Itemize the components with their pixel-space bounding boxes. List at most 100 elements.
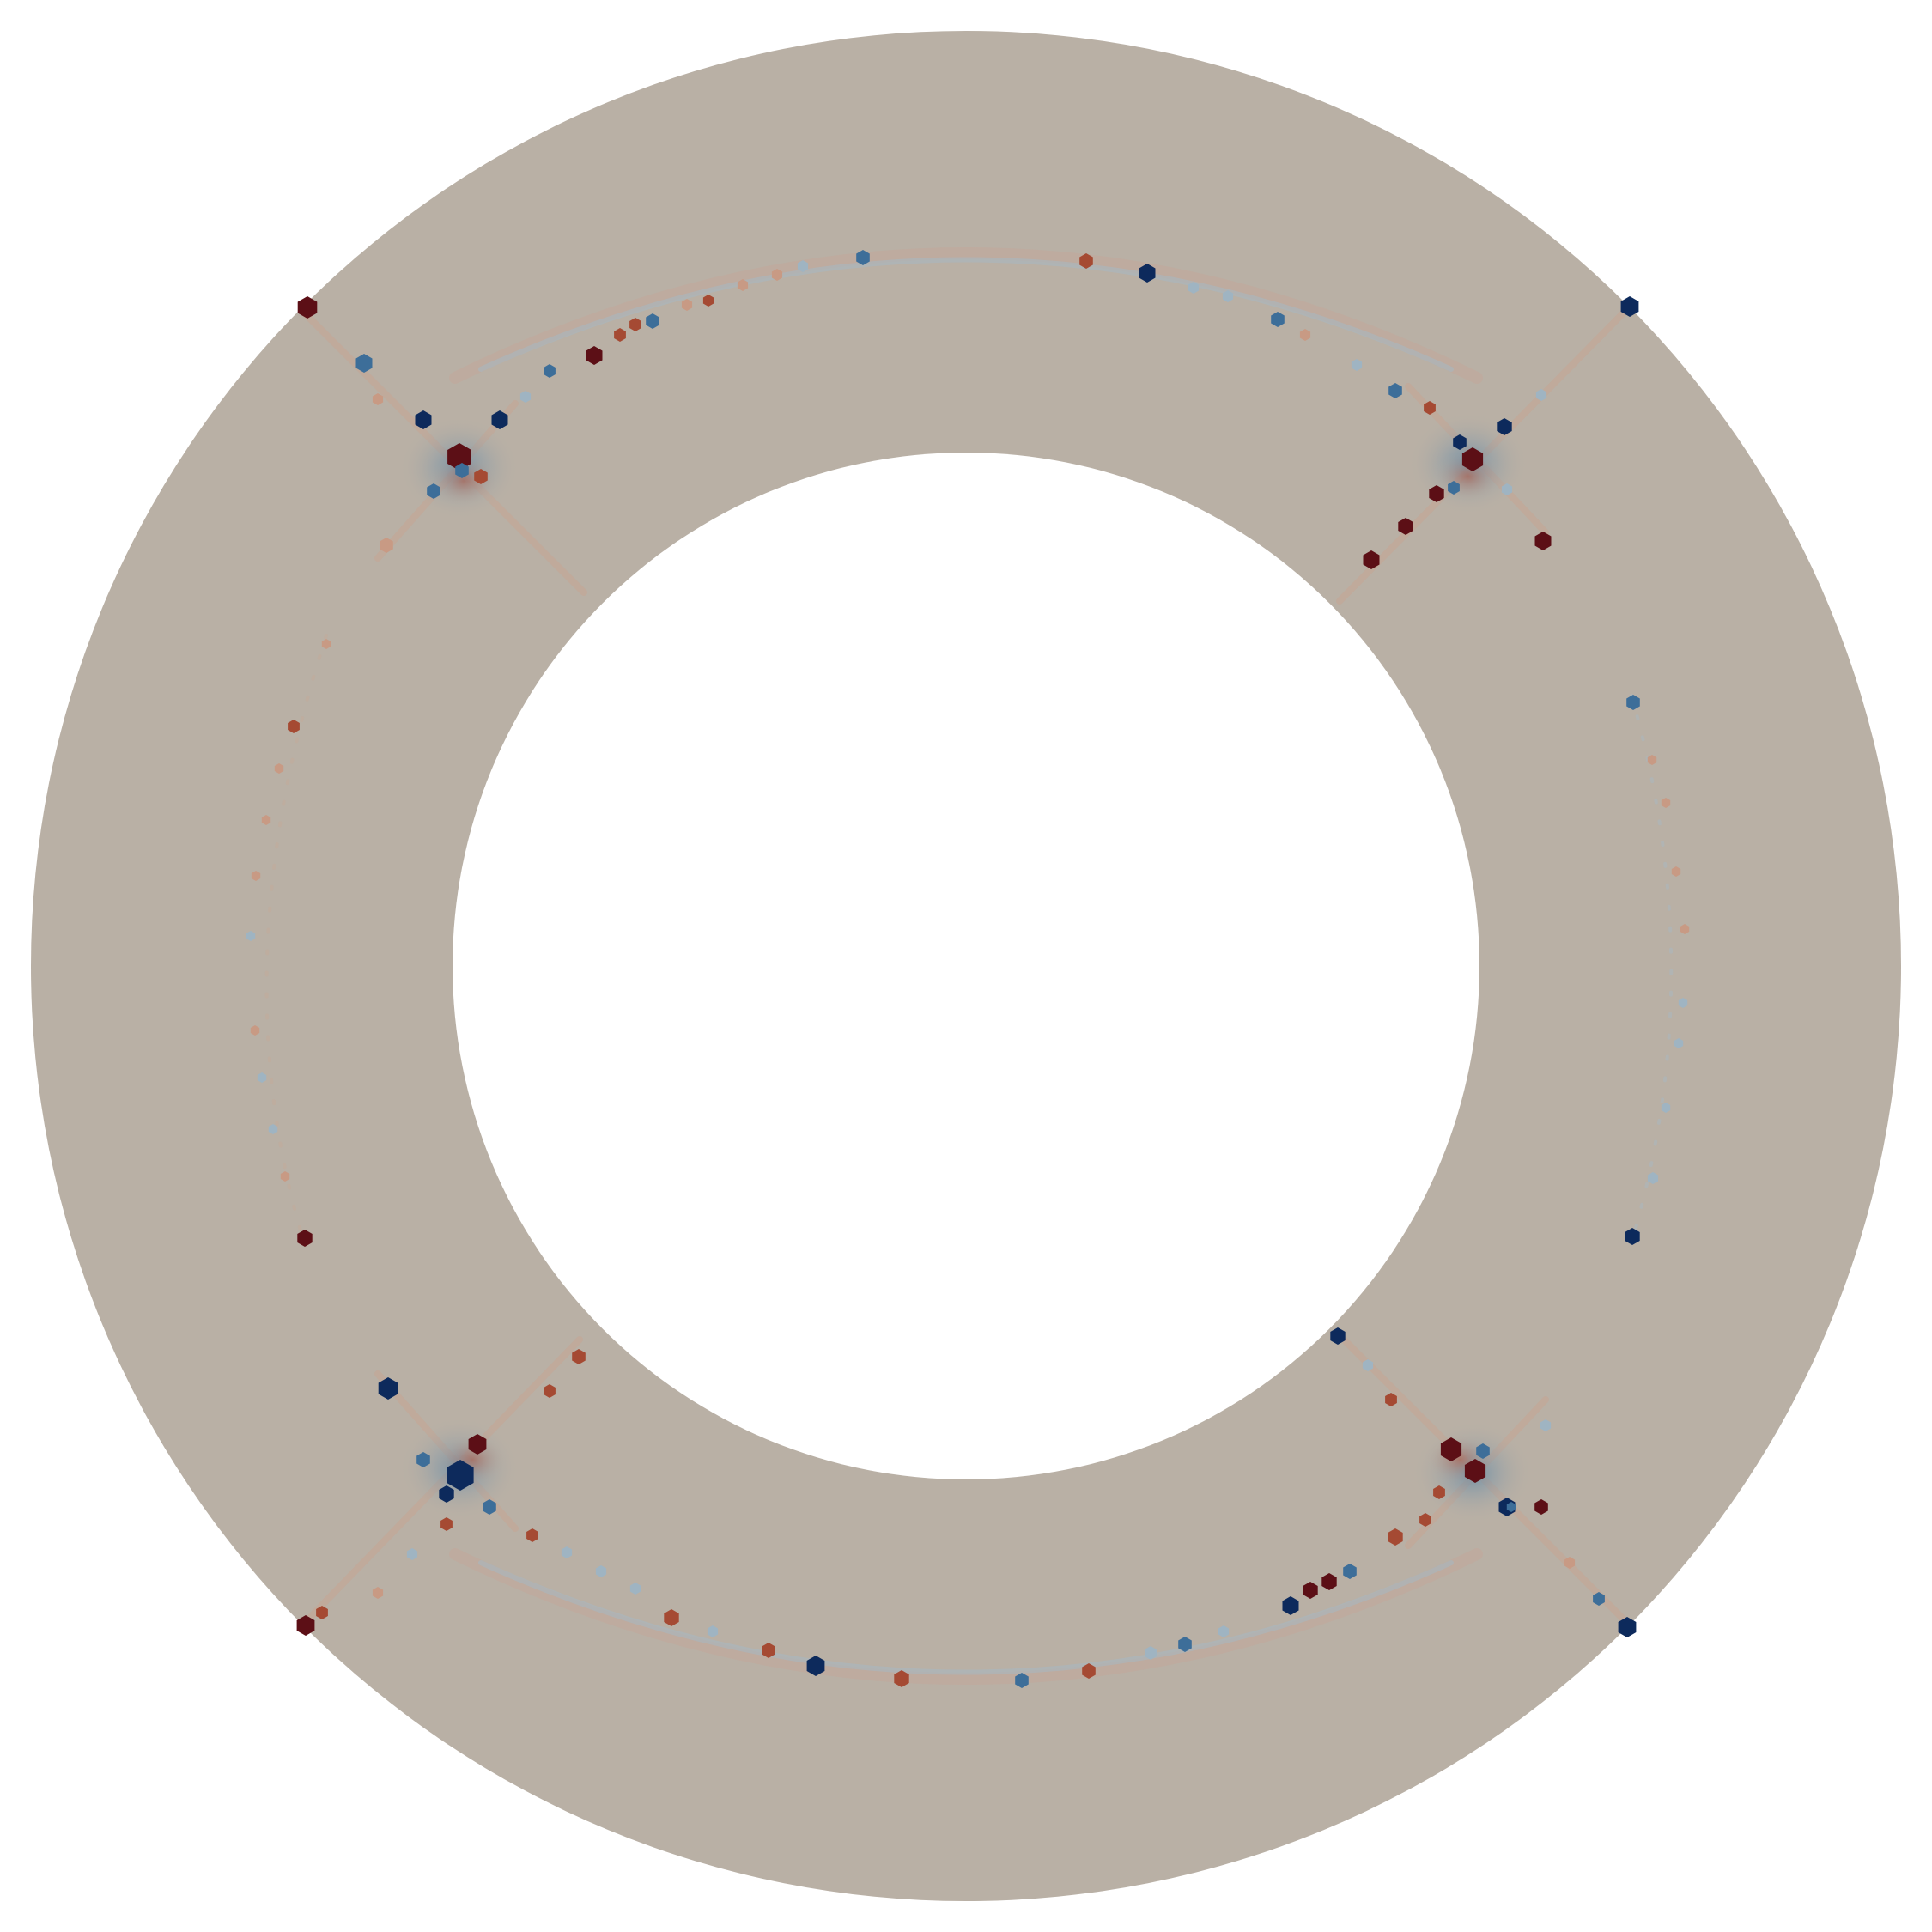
left-arc-trace — [264, 634, 328, 1247]
hexagon-marker — [297, 296, 318, 319]
hexagon-marker — [416, 1452, 430, 1467]
hexagon-marker — [1398, 518, 1413, 535]
hexagon-marker — [1330, 1327, 1346, 1345]
hexagon-marker — [1299, 329, 1311, 341]
hexagon-marker — [1448, 481, 1460, 495]
hexagon-marker — [1535, 389, 1547, 401]
hexagon-marker — [664, 1609, 679, 1626]
hexagon-marker — [561, 1546, 573, 1558]
hexagon-marker — [856, 250, 870, 265]
hexagon-marker — [1625, 1228, 1640, 1245]
hexagon-marker — [1661, 1103, 1671, 1113]
hexagon-marker — [1674, 1038, 1684, 1048]
hexagon-marker — [439, 1485, 454, 1503]
hexagon-marker — [1678, 998, 1688, 1008]
hexagon-marker — [1424, 401, 1436, 415]
hexagon-marker — [1540, 1419, 1552, 1431]
hexagon-marker — [1385, 1393, 1397, 1406]
hexagon-marker — [1363, 550, 1380, 569]
hexagon-marker — [372, 393, 384, 405]
hexagon-marker — [1343, 1564, 1357, 1579]
hexagon-marker — [586, 346, 603, 365]
hexagon-marker — [595, 1565, 607, 1577]
hexagon-marker — [707, 1625, 719, 1637]
hexagon-marker — [1139, 264, 1156, 283]
hexagon-marker — [646, 313, 659, 329]
hexagon-marker — [737, 279, 749, 291]
hexagon-marker — [1188, 282, 1200, 294]
hexagon-marker — [614, 328, 626, 342]
hexagon-marker — [316, 1606, 328, 1619]
hexagon-marker — [519, 391, 532, 403]
hexagon-marker — [440, 1517, 453, 1531]
hexagon-marker — [1440, 1437, 1462, 1461]
hexagon-marker — [1461, 447, 1484, 471]
hexagon-marker — [1271, 312, 1285, 327]
hexagon-marker — [629, 318, 641, 331]
hexagon-marker — [474, 469, 488, 484]
hexagon-marker — [1453, 434, 1467, 450]
hexagon-marker — [250, 1025, 260, 1036]
hexagon-marker — [297, 1230, 313, 1247]
hexagon-marker — [1497, 418, 1512, 435]
hexagon-marker — [1626, 695, 1640, 710]
hexagon-marker — [1647, 1172, 1659, 1184]
annulus-hole — [453, 453, 1479, 1479]
hexagon-marker — [274, 763, 284, 774]
hexagon-marker — [1015, 1673, 1029, 1688]
hexagon-marker — [1282, 1596, 1299, 1615]
bottom-arc-trace-blue — [478, 1560, 1454, 1675]
hexagon-marker — [526, 1528, 538, 1542]
hexagon-marker — [261, 815, 271, 825]
hexagon-marker — [771, 269, 783, 281]
hexagon-marker — [1145, 1646, 1157, 1660]
hexagon-marker — [1464, 1459, 1486, 1483]
hexagon-marker — [544, 364, 556, 378]
hexagon-marker — [1351, 359, 1363, 371]
hexagon-marker — [447, 1460, 474, 1491]
hexagon-marker — [380, 538, 393, 553]
hexagon-marker — [406, 1548, 418, 1560]
hexagon-marker — [491, 410, 508, 429]
hexagon-marker — [1593, 1592, 1605, 1606]
hexagon-marker — [1680, 924, 1690, 934]
hexagon-marker — [372, 1587, 384, 1599]
hexagon-marker — [1501, 483, 1513, 495]
hexagon-marker — [629, 1583, 641, 1595]
hexagon-marker — [806, 1656, 825, 1676]
hexagon-marker — [415, 410, 432, 429]
hexagon-marker — [1218, 1625, 1230, 1637]
hexagon-marker — [268, 1124, 278, 1134]
hexagon-marker — [447, 443, 471, 471]
hexagon-marker — [468, 1434, 487, 1455]
hexagon-marker — [1082, 1663, 1096, 1679]
hexagon-marker — [1222, 290, 1234, 302]
hexagon-marker — [1429, 485, 1444, 502]
top-arc-trace — [449, 247, 1483, 384]
hexagon-marker — [681, 299, 693, 311]
hexagon-marker — [288, 720, 300, 733]
hexagon-marker — [378, 1377, 398, 1400]
hexagon-marker — [1506, 1502, 1516, 1512]
hexagon-marker — [483, 1499, 496, 1515]
hexagon-marker — [355, 354, 373, 373]
hexagon-marker — [246, 931, 256, 941]
hexagon-marker — [762, 1643, 775, 1658]
hexagon-marker — [251, 871, 261, 881]
top-arc-trace-blue — [478, 257, 1454, 372]
hexagon-marker — [1388, 383, 1402, 398]
hexagon-marker — [1079, 253, 1093, 269]
hexagon-marker — [1303, 1582, 1318, 1599]
hexagon-marker — [1661, 798, 1671, 808]
hexagon-markers — [246, 250, 1690, 1688]
hexagon-marker — [1647, 755, 1657, 765]
hexagon-marker — [1534, 1499, 1548, 1515]
hexagon-marker — [257, 1072, 267, 1083]
hexagon-marker — [1534, 532, 1552, 550]
hexagon-marker — [702, 295, 714, 307]
hexagon-marker — [280, 1171, 290, 1182]
bottom-arc-trace — [449, 1548, 1483, 1685]
hexagon-marker — [1321, 1573, 1337, 1590]
hexagon-marker — [321, 639, 331, 649]
